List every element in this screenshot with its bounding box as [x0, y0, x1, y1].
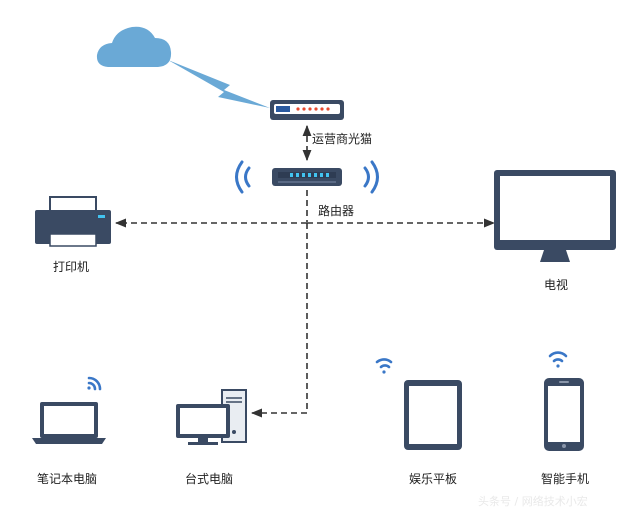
laptop-icon: [32, 402, 106, 444]
wifi-signal-icon: [375, 358, 393, 374]
tv-monitor-icon: [494, 170, 616, 262]
tablet-label: 娱乐平板: [409, 472, 458, 486]
connection-lines: [114, 124, 496, 418]
smartphone-icon: [544, 378, 584, 451]
router-icon: [272, 168, 342, 186]
tablet-icon: [404, 380, 462, 450]
tv-label: 电视: [544, 278, 569, 292]
desktop-computer-icon: [176, 389, 247, 445]
wifi-signal-icon: [548, 351, 568, 368]
modem-icon: [270, 100, 344, 120]
laptop-label: 笔记本电脑: [37, 472, 98, 486]
wifi-signal-icon: [235, 160, 379, 194]
printer-label: 打印机: [53, 260, 90, 274]
phone-label: 智能手机: [541, 472, 590, 486]
cloud-icon: [96, 26, 172, 67]
router-label: 路由器: [318, 204, 355, 218]
desktop-label: 台式电脑: [185, 472, 234, 486]
lightning-icon: [168, 60, 270, 108]
watermark: 头条号 / 网络技术小宏: [478, 495, 588, 508]
wifi-signal-icon: [87, 376, 102, 391]
modem-label: 运营商光猫: [312, 132, 373, 146]
printer-icon: [35, 196, 111, 247]
